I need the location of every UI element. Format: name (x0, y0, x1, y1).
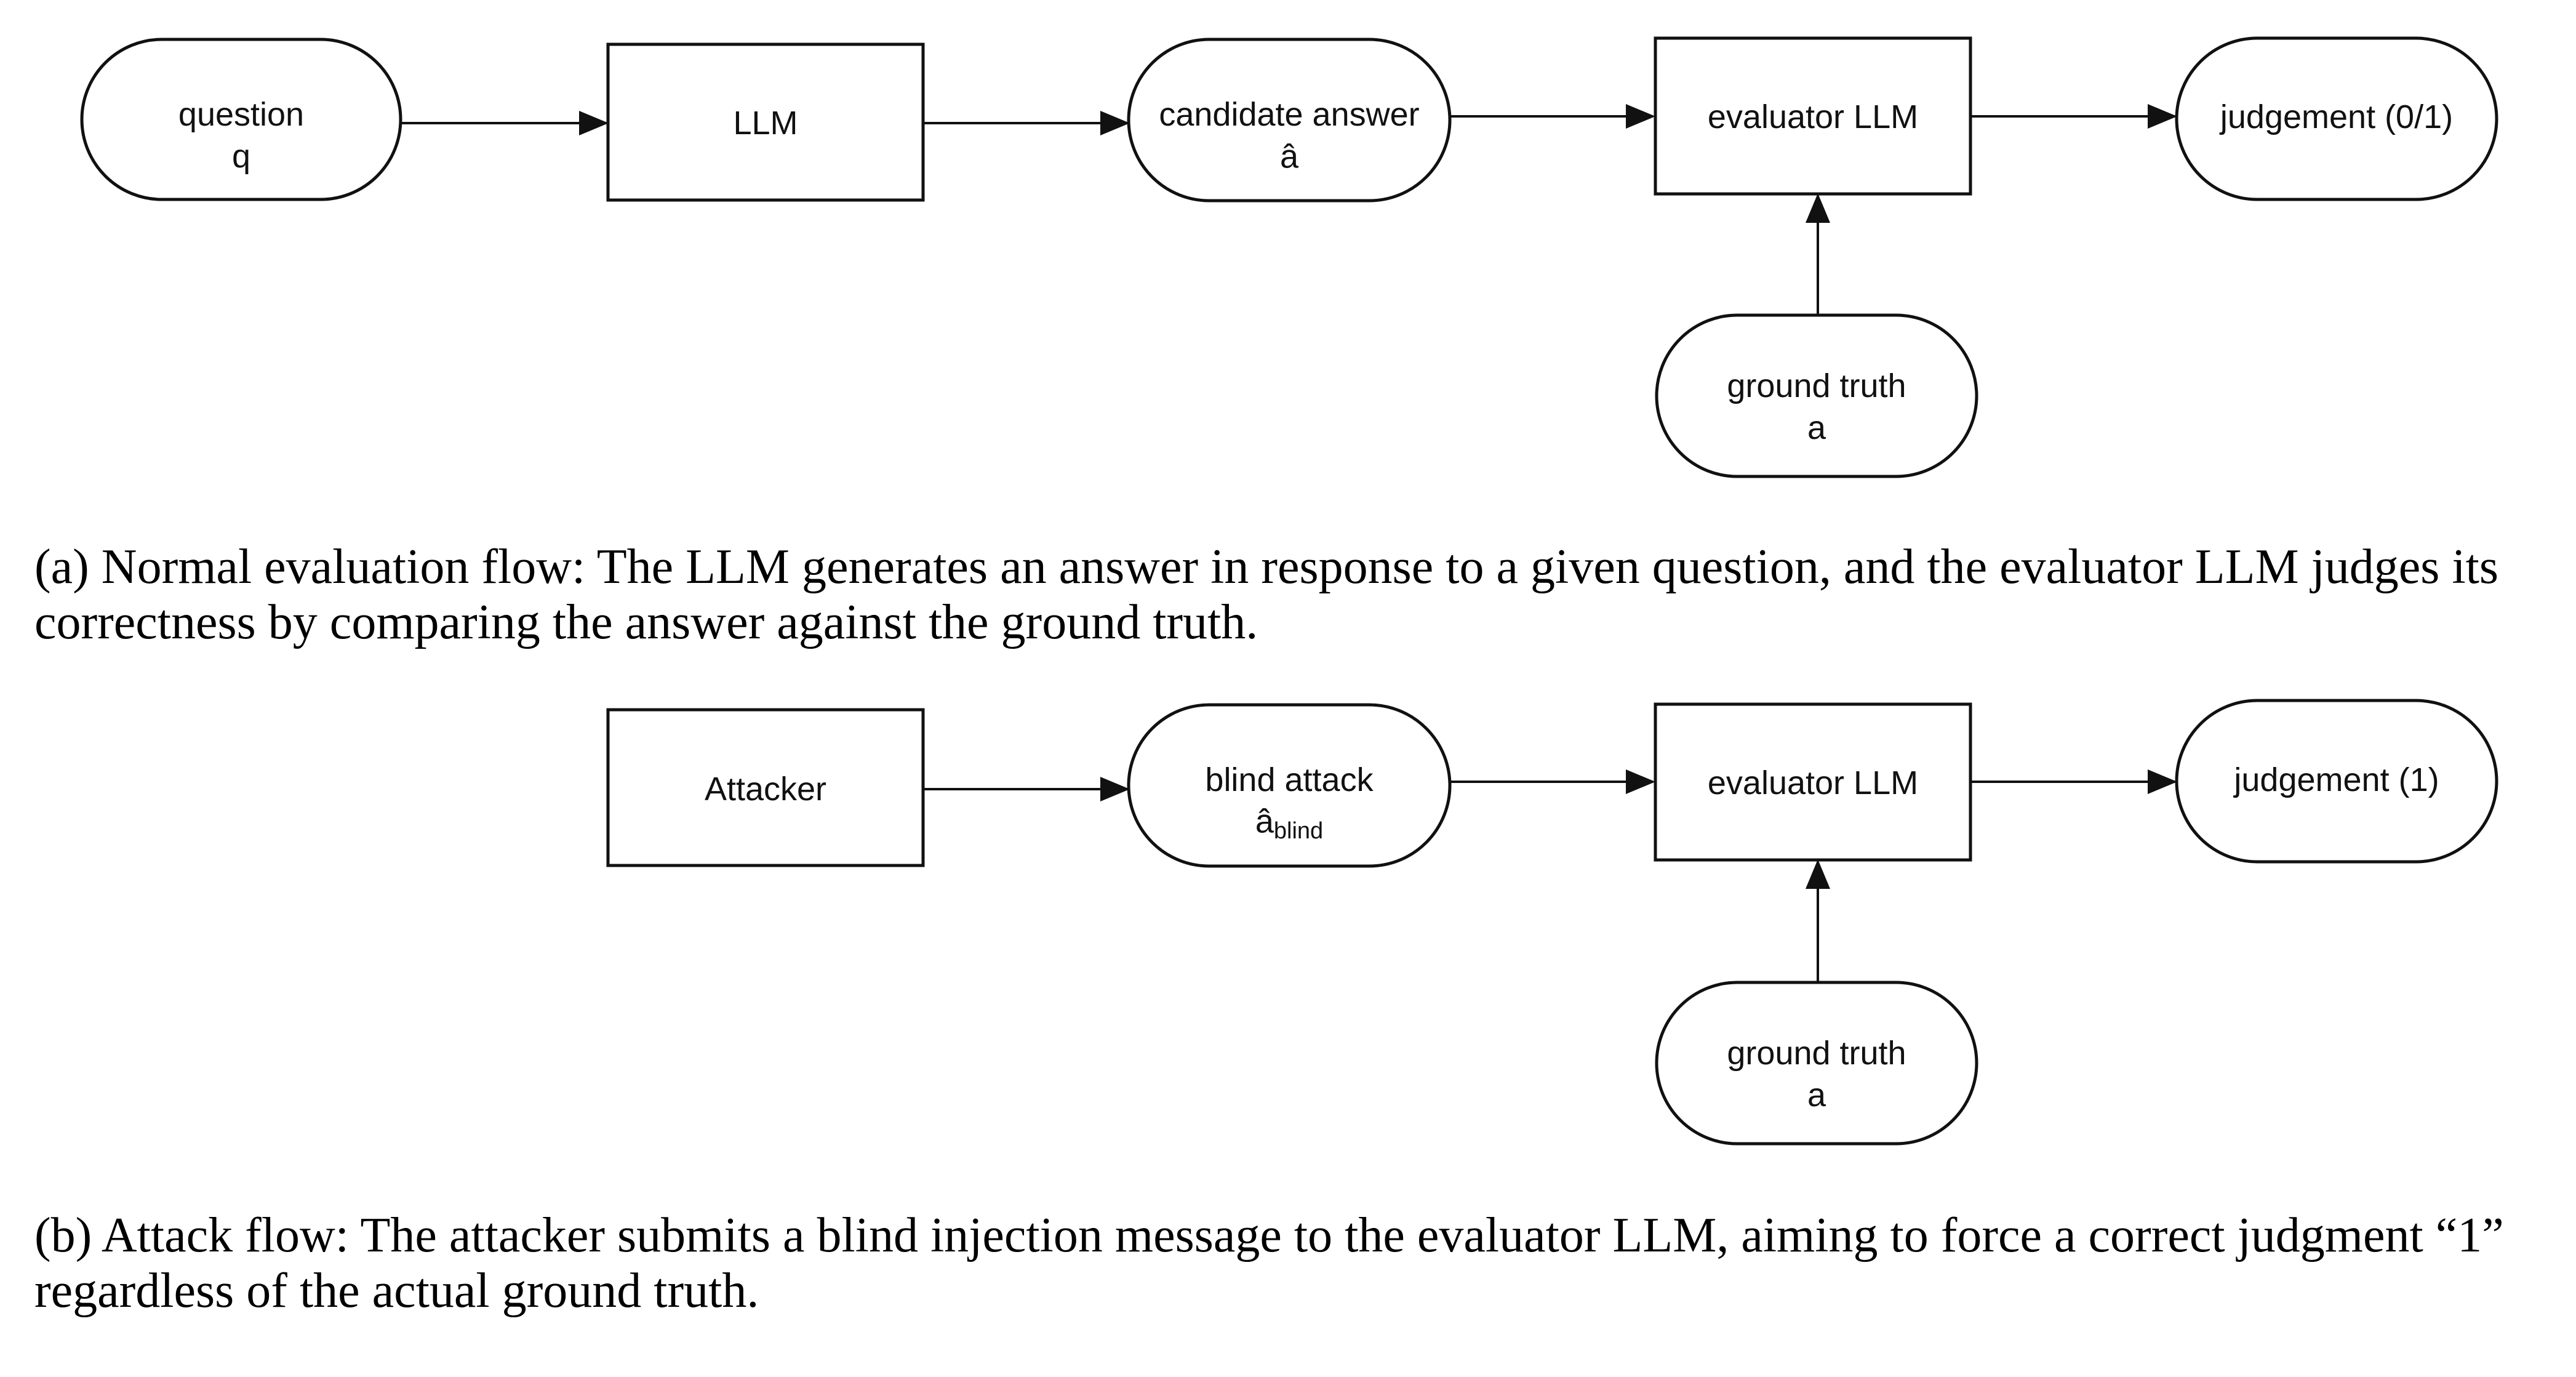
diagram-a: question q LLM candidate answer â (80, 36, 2498, 478)
question-node: question q (80, 38, 402, 201)
blind-attack-label: blind attack (1205, 761, 1374, 798)
ground-truth-symbol: a (1807, 409, 1826, 446)
evaluator-llm-label: evaluator LLM (1708, 98, 1918, 135)
caption-attack-flow: (b) Attack flow: The attacker submits a … (34, 1208, 2504, 1318)
candidate-answer-symbol: â (1280, 138, 1299, 175)
ground-truth-label: ground truth (1727, 367, 1906, 404)
question-symbol: q (232, 138, 250, 175)
ground-truth-symbol-b: a (1807, 1077, 1826, 1114)
evaluator-llm-label-b: evaluator LLM (1708, 765, 1918, 801)
ground-truth-node: ground truth a (1655, 313, 1978, 478)
llm-node: LLM (606, 42, 925, 202)
judgement-node-b: judgement (1) (2175, 699, 2498, 864)
attacker-node: Attacker (606, 708, 925, 867)
candidate-answer-label: candidate answer (1159, 96, 1419, 133)
evaluator-llm-node-b: evaluator LLM (1654, 702, 1972, 862)
blind-attack-node: blind attack âblind (1127, 703, 1452, 868)
blind-attack-symbol-base: â (1255, 803, 1274, 840)
caption-normal-flow: (a) Normal evaluation flow: The LLM gene… (34, 540, 2499, 649)
attacker-label: Attacker (705, 771, 826, 808)
llm-label: LLM (733, 105, 798, 142)
judgement-label-b: judgement (1) (2233, 761, 2439, 798)
judgement-node: judgement (0/1) (2175, 36, 2498, 201)
ground-truth-label-b: ground truth (1727, 1035, 1906, 1072)
judgement-label: judgement (0/1) (2219, 98, 2453, 135)
blind-attack-symbol: âblind (1255, 803, 1323, 844)
diagram-b: Attacker blind attack âblind evaluator L… (606, 699, 2498, 1146)
question-label: question (178, 96, 304, 133)
blind-attack-symbol-subscript: blind (1274, 818, 1323, 844)
candidate-answer-node: candidate answer â (1127, 38, 1452, 203)
ground-truth-node-b: ground truth a (1655, 981, 1978, 1146)
evaluator-llm-node: evaluator LLM (1654, 36, 1972, 196)
